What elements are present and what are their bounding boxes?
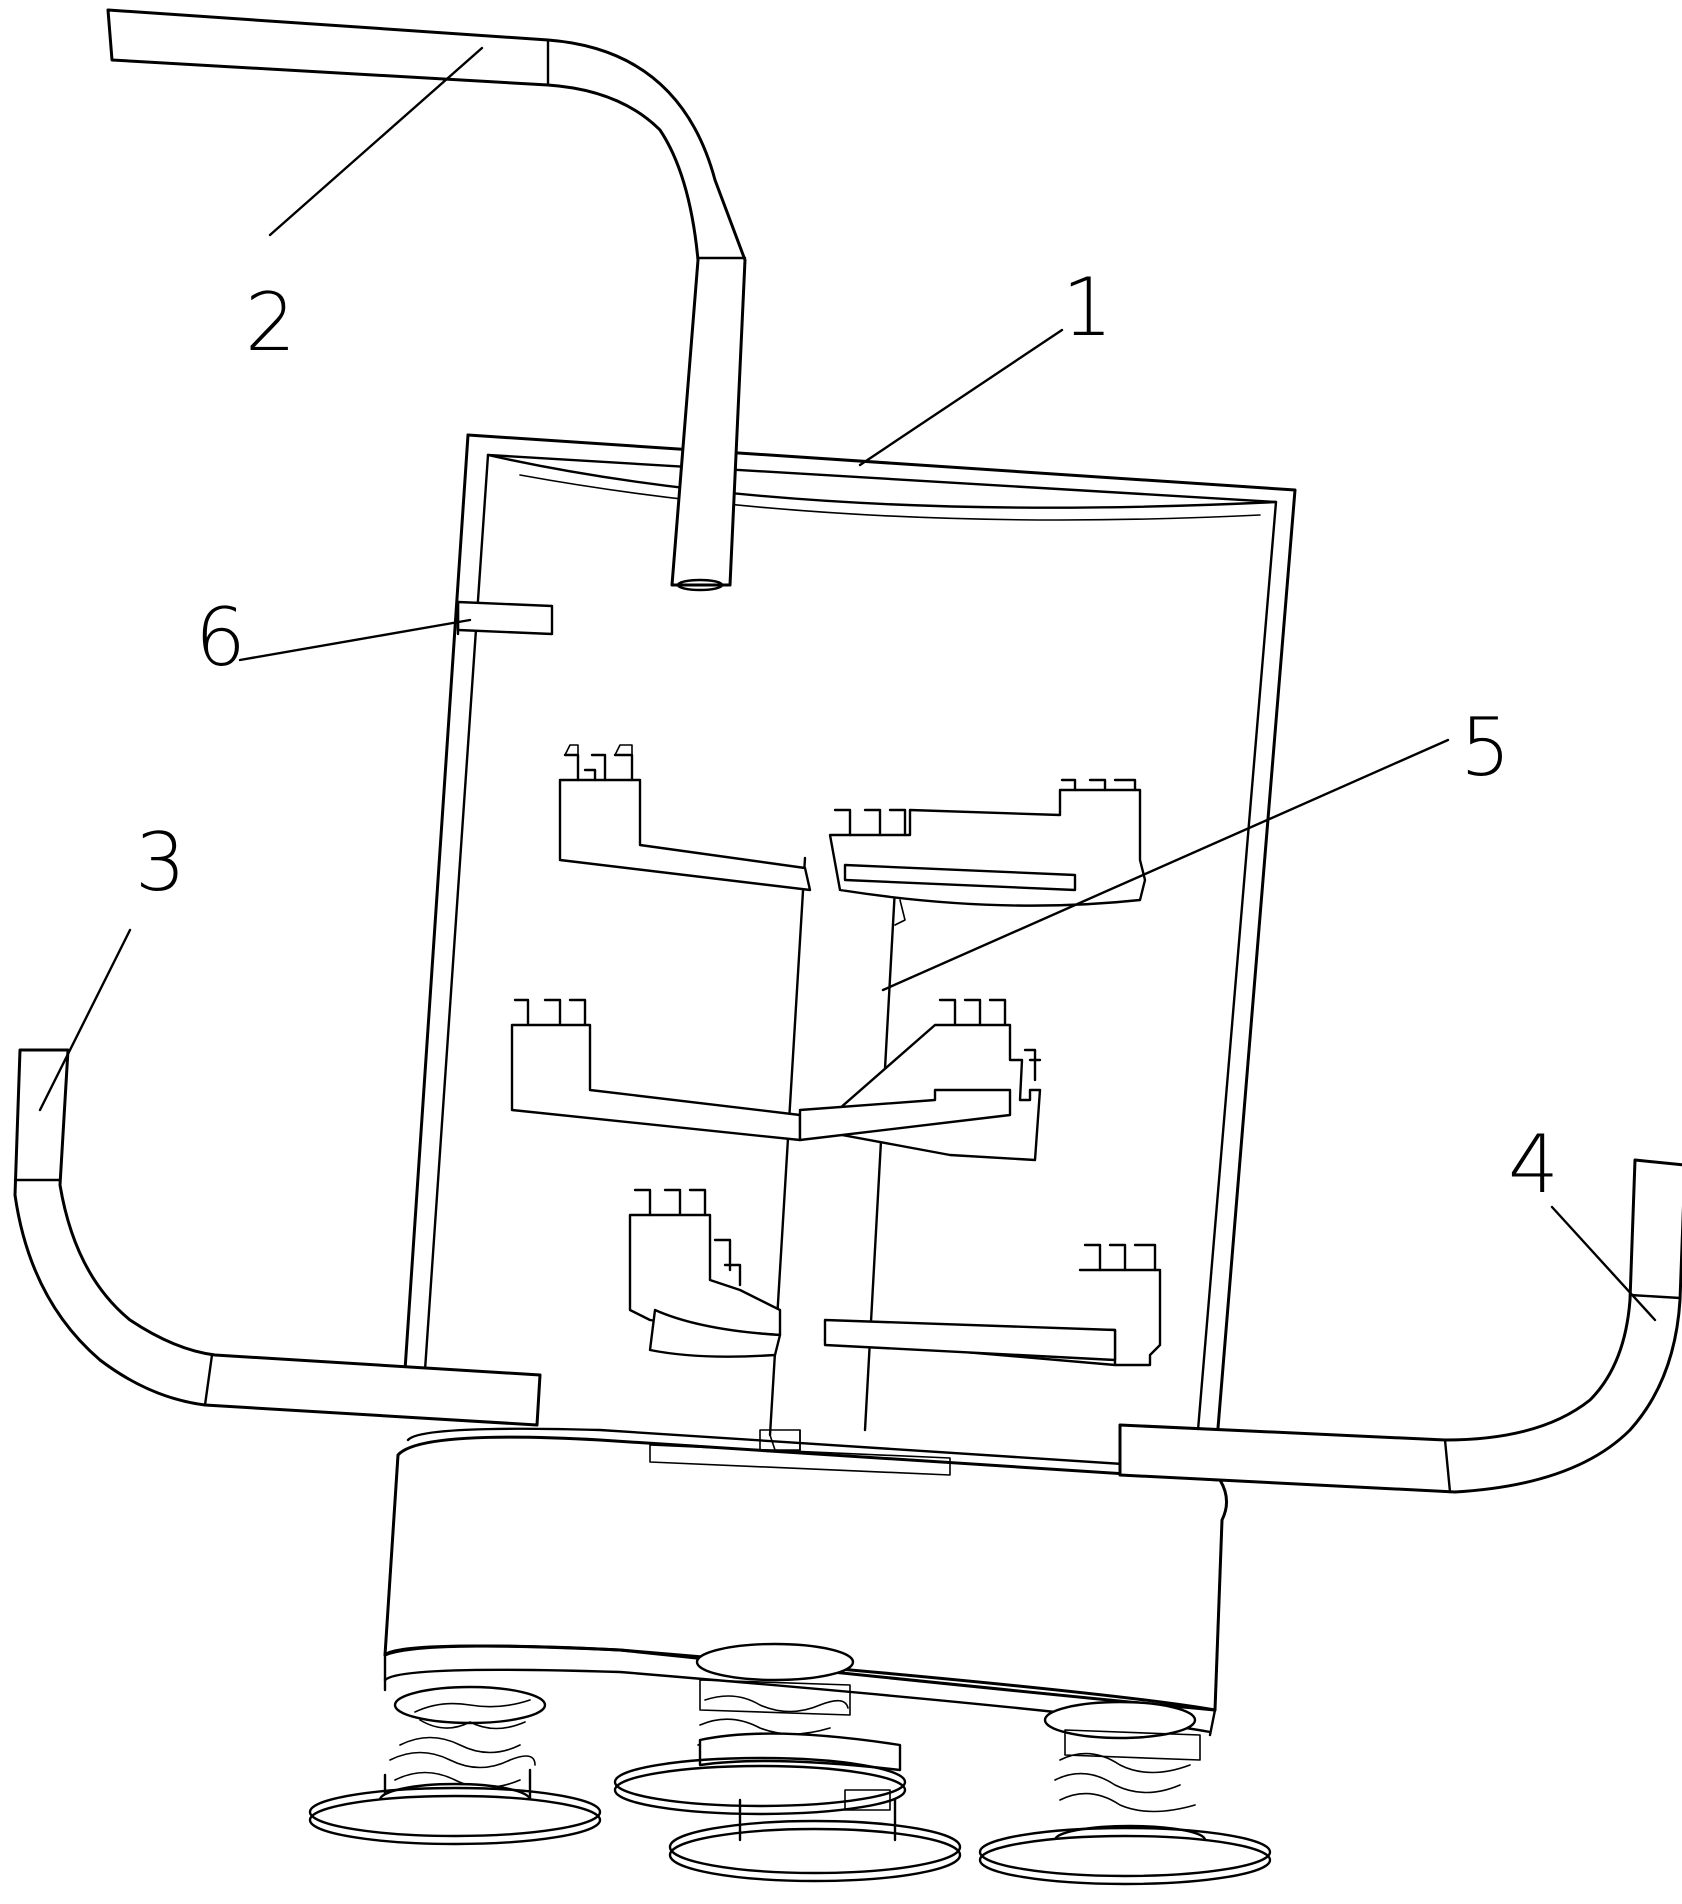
right-pipe [1118, 1158, 1682, 1494]
top-pipe [106, 8, 747, 592]
paddle-lower-right [823, 1243, 1162, 1367]
spring-foot-left [308, 1685, 602, 1846]
leader-4 [1550, 1205, 1657, 1322]
paddle-upper-right [828, 778, 1147, 926]
tank-body [403, 433, 1297, 1432]
leader-3 [38, 928, 132, 1112]
label-left-pipe: 3 [135, 816, 186, 909]
motor-base [383, 1427, 1228, 1737]
leader-2 [268, 46, 484, 237]
leader-lines [38, 46, 1657, 1322]
stirrer-shaft [768, 856, 897, 1453]
label-tank: 1 [1062, 261, 1113, 354]
label-top-pipe: 2 [245, 276, 296, 369]
paddle-middle-left [510, 998, 802, 1142]
paddle-upper-left [558, 744, 812, 892]
leader-6 [238, 618, 472, 662]
leader-1 [858, 328, 1064, 467]
spring-foot-center [613, 1642, 962, 1883]
label-side-port: 6 [195, 591, 246, 684]
side-port [456, 600, 554, 636]
label-stirrer-shaft: 5 [1460, 701, 1511, 794]
paddle-middle-right [798, 998, 1042, 1162]
label-right-pipe: 4 [1508, 1118, 1559, 1211]
leader-5 [881, 738, 1450, 992]
spring-foot-right [978, 1700, 1272, 1886]
paddle-lower-left [628, 1188, 782, 1358]
left-pipe [13, 1048, 542, 1427]
